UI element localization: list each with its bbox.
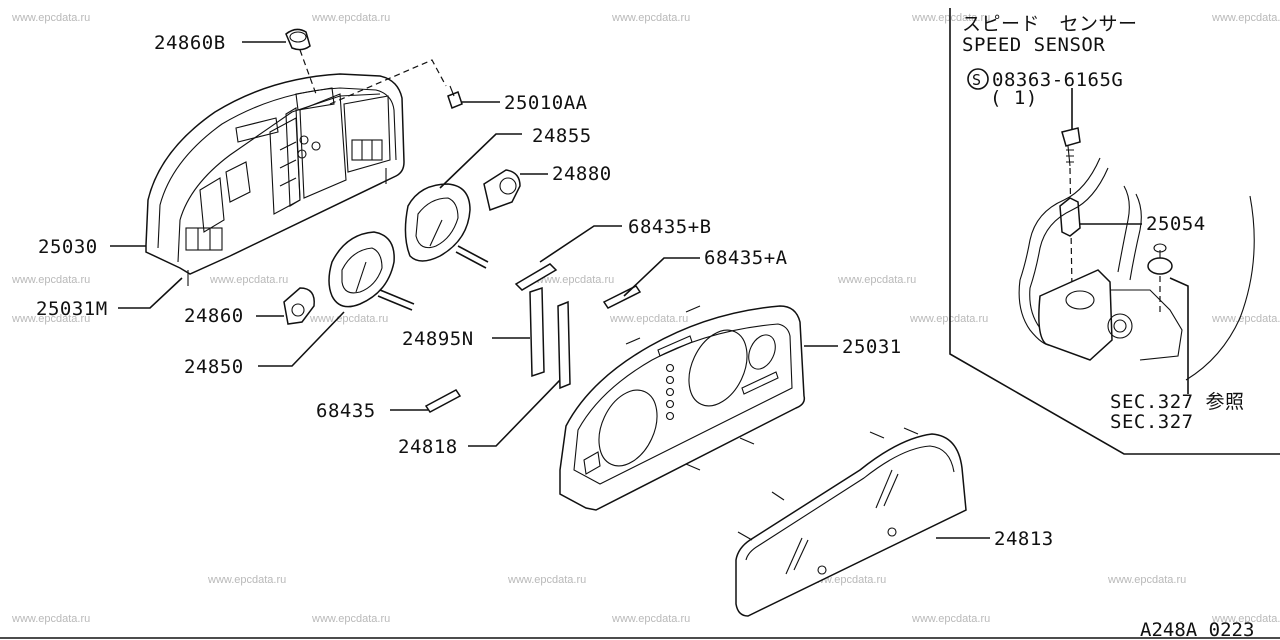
watermark: www.epcdata.ru: [209, 274, 288, 286]
callout-25031m: 25031M: [36, 298, 108, 320]
bolt-quantity: ( 1): [990, 87, 1038, 109]
watermark: www.epcdata.ru: [611, 613, 690, 625]
callout-25030: 25030: [38, 236, 98, 258]
callout-25010aa: 25010AA: [504, 92, 588, 114]
sensor-title-en: SPEED SENSOR: [962, 34, 1105, 56]
watermark: www.epcdata.ru: [909, 313, 988, 325]
callout-24855: 24855: [532, 125, 592, 147]
callout-68435b: 68435+B: [628, 216, 712, 238]
callout-24895n: 24895N: [402, 328, 474, 350]
strips: [529, 286, 571, 390]
watermark: www.epcdata.ru: [1211, 12, 1280, 24]
sensor-title-jp: スピード センサー: [962, 13, 1138, 35]
callout-68435: 68435: [316, 400, 376, 422]
watermark: www.epcdata.ru: [11, 613, 90, 625]
bulb-socket-24860: [283, 287, 315, 325]
watermark: www.epcdata.ru: [1211, 613, 1280, 625]
leader-lines: [110, 41, 990, 539]
screw-25010aa: [329, 59, 463, 109]
sensor-part-25054: 25054: [1146, 213, 1206, 235]
watermark: www.epcdata.ru: [311, 613, 390, 625]
watermark: www.epcdata.ru: [11, 12, 90, 24]
watermark: www.epcdata.ru: [309, 313, 388, 325]
callout-24818: 24818: [398, 436, 458, 458]
sensor-ref-en: SEC.327: [1110, 411, 1194, 433]
bolt-part-number: 08363-6165G: [992, 69, 1123, 91]
watermark: www.epcdata.ru: [1211, 313, 1280, 325]
watermark: www.epcdata.ru: [1107, 574, 1186, 586]
rear-housing-drawing: [145, 73, 405, 286]
sensor-ref-jp: SEC.327 参照: [1110, 391, 1245, 413]
watermark: www.epcdata.ru: [911, 613, 990, 625]
diagram-code: A248A 0223: [1140, 619, 1254, 640]
watermark: www.epcdata.ru: [11, 274, 90, 286]
gauge-24880: [483, 169, 521, 211]
bolt-symbol-circle: [967, 68, 989, 90]
watermark: www.epcdata.ru: [11, 313, 90, 325]
callout-24860: 24860: [184, 305, 244, 327]
callout-68435a: 68435+A: [704, 247, 788, 269]
callout-labels: 24860B 25010AA 24855 24880 68435+B 68435…: [36, 32, 1054, 550]
speed-sensor-inset: スピード センサー SPEED SENSOR S 08363-6165G ( 1…: [949, 8, 1280, 455]
callout-24813: 24813: [994, 528, 1054, 550]
watermark: www.epcdata.ru: [311, 12, 390, 24]
bulb-socket-24860b: [285, 28, 317, 95]
watermark: www.epcdata.ru: [535, 274, 614, 286]
gauge-24855: [404, 183, 489, 269]
watermark: www.epcdata.ru: [609, 313, 688, 325]
lens-drawing: [735, 427, 967, 617]
watermark: www.epcdata.ru: [611, 12, 690, 24]
callout-25031: 25031: [842, 336, 902, 358]
watermark: www.epcdata.ru: [507, 574, 586, 586]
bolt-symbol: S: [972, 71, 981, 89]
watermark: www.epcdata.ru: [837, 274, 916, 286]
callout-24850: 24850: [184, 356, 244, 378]
callout-24880: 24880: [552, 163, 612, 185]
front-bezel-drawing: [559, 305, 806, 511]
light-guides: [424, 263, 642, 413]
gauge-24850: [328, 231, 415, 311]
callout-24860b: 24860B: [154, 32, 226, 54]
watermark: www.epcdata.ru: [207, 574, 286, 586]
